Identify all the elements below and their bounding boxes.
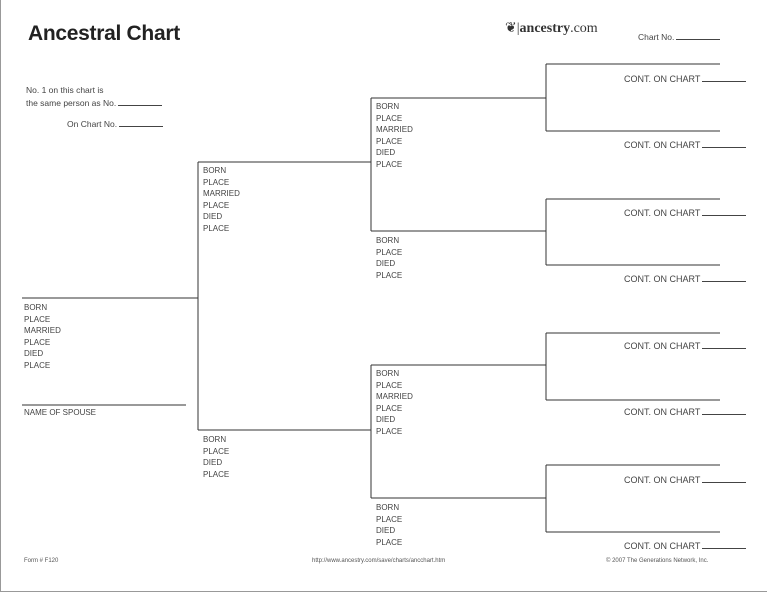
- on-chart-label: On Chart No.: [67, 119, 118, 129]
- field-label: PLACE: [376, 426, 403, 436]
- field-label: DIED: [203, 458, 223, 467]
- continued-on-chart-field[interactable]: CONT. ON CHART: [624, 474, 747, 485]
- leaf-icon: ❦|: [505, 21, 520, 36]
- cont-label: CONT. ON CHART: [624, 274, 701, 284]
- field-label: PLACE: [376, 514, 403, 524]
- chart-number-label: Chart No.: [638, 32, 675, 42]
- field-label: BORN: [24, 303, 48, 312]
- field-label: BORN: [376, 236, 400, 245]
- page-title: Ancestral Chart: [28, 22, 180, 45]
- field-label: DIED: [203, 212, 223, 221]
- field-label: PLACE: [203, 200, 230, 210]
- person-1-fields[interactable]: BORN PLACE MARRIED PLACE DIED PLACE: [24, 302, 61, 371]
- person-6-fields[interactable]: BORN PLACE MARRIED PLACE DIED PLACE: [376, 368, 413, 437]
- continued-on-chart-field[interactable]: CONT. ON CHART: [624, 273, 747, 284]
- logo-text: ancestry: [519, 21, 571, 36]
- spouse-label: NAME OF SPOUSE: [24, 408, 97, 417]
- reference-line1: No. 1 on this chart is: [26, 85, 104, 95]
- field-label: DIED: [24, 349, 44, 358]
- footer-url: http://www.ancestry.com/save/charts/ancc…: [312, 558, 446, 564]
- form-number: Form # F120: [24, 558, 59, 564]
- person-5-fields[interactable]: BORN PLACE DIED PLACE: [376, 235, 402, 281]
- field-label: BORN: [376, 503, 400, 512]
- field-label: PLACE: [376, 380, 403, 390]
- field-label: PLACE: [203, 446, 230, 456]
- ancestry-logo: ❦|ancestry.com: [505, 20, 598, 37]
- same-person-label: the same person as No.: [26, 98, 117, 108]
- field-label: MARRIED: [376, 392, 413, 401]
- field-label: PLACE: [203, 177, 230, 187]
- field-label: PLACE: [203, 223, 230, 233]
- field-label: PLACE: [376, 270, 403, 280]
- field-label: MARRIED: [376, 125, 413, 134]
- field-label: PLACE: [376, 136, 403, 146]
- continued-on-chart-field[interactable]: CONT. ON CHART: [624, 207, 747, 218]
- field-label: PLACE: [203, 469, 230, 479]
- chart-number-field[interactable]: Chart No.: [638, 31, 721, 42]
- field-label: PLACE: [24, 360, 51, 370]
- field-label: MARRIED: [24, 326, 61, 335]
- logo-suffix: .com: [570, 21, 598, 36]
- field-label: PLACE: [376, 159, 403, 169]
- continued-on-chart-field[interactable]: CONT. ON CHART: [624, 139, 747, 150]
- same-person-field[interactable]: the same person as No.: [26, 97, 163, 108]
- cont-label: CONT. ON CHART: [624, 341, 701, 351]
- cont-label: CONT. ON CHART: [624, 74, 701, 84]
- cont-label: CONT. ON CHART: [624, 208, 701, 218]
- continued-on-chart-field[interactable]: CONT. ON CHART: [624, 340, 747, 351]
- field-label: MARRIED: [203, 189, 240, 198]
- cont-label: CONT. ON CHART: [624, 140, 701, 150]
- field-label: DIED: [376, 415, 396, 424]
- person-7-fields[interactable]: BORN PLACE DIED PLACE: [376, 502, 402, 548]
- field-label: DIED: [376, 526, 396, 535]
- footer-copyright: © 2007 The Generations Network, Inc.: [606, 558, 709, 564]
- cont-label: CONT. ON CHART: [624, 475, 701, 485]
- cont-label: CONT. ON CHART: [624, 541, 701, 551]
- field-label: BORN: [203, 166, 227, 175]
- person-4-fields[interactable]: BORN PLACE MARRIED PLACE DIED PLACE: [376, 101, 413, 170]
- field-label: PLACE: [376, 247, 403, 257]
- field-label: BORN: [376, 102, 400, 111]
- on-chart-field[interactable]: On Chart No.: [67, 118, 164, 129]
- continued-on-chart-field[interactable]: CONT. ON CHART: [624, 406, 747, 417]
- field-label: PLACE: [24, 337, 51, 347]
- field-label: PLACE: [376, 113, 403, 123]
- continued-on-chart-field[interactable]: CONT. ON CHART: [624, 73, 747, 84]
- cont-label: CONT. ON CHART: [624, 407, 701, 417]
- field-label: PLACE: [376, 537, 403, 547]
- field-label: DIED: [376, 148, 396, 157]
- field-label: DIED: [376, 259, 396, 268]
- continued-on-chart-field[interactable]: CONT. ON CHART: [624, 540, 747, 551]
- field-label: BORN: [203, 435, 227, 444]
- field-label: PLACE: [24, 314, 51, 324]
- field-label: PLACE: [376, 403, 403, 413]
- person-3-fields[interactable]: BORN PLACE DIED PLACE: [203, 434, 229, 480]
- field-label: BORN: [376, 369, 400, 378]
- person-2-fields[interactable]: BORN PLACE MARRIED PLACE DIED PLACE: [203, 165, 240, 234]
